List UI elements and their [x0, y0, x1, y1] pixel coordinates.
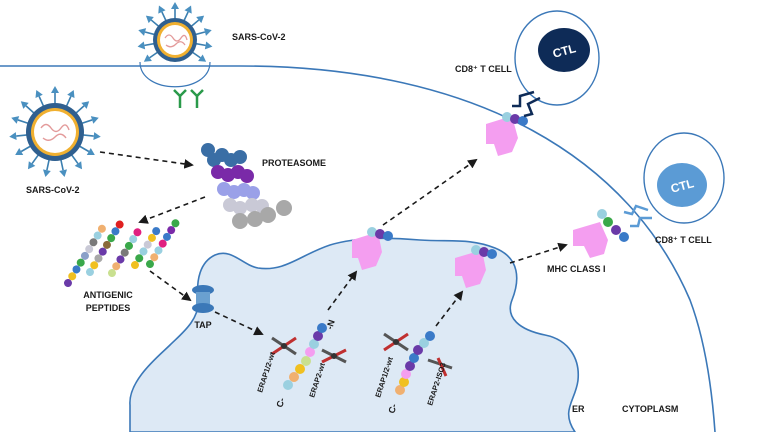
- tcr-right: [623, 204, 652, 228]
- ctl-top: [512, 10, 600, 118]
- ace2-receptor-left: [173, 89, 187, 108]
- cd8-t-cell-right-label: CD8⁺ T CELL: [655, 235, 712, 245]
- arrow-peptides-to-tap: [149, 270, 192, 302]
- ctl-right: [623, 132, 725, 228]
- proteasome-label: PROTEASOME: [262, 158, 326, 168]
- c-terminus-label-2: C-: [386, 402, 398, 414]
- cytoplasm-label: CYTOPLASM: [622, 404, 678, 414]
- cd8-t-cell-top-label: CD8⁺ T CELL: [455, 64, 512, 74]
- arrow-er-peptide-to-mhc-1: [327, 270, 358, 311]
- erap1-2-wt-scissors-1: [271, 336, 297, 356]
- antigenic-peptides: [64, 219, 180, 287]
- mhc-class-i-er-1: [352, 227, 393, 270]
- erap2-iso3-fragment: [427, 357, 453, 377]
- arrow-virus-to-proteasome: [99, 151, 194, 169]
- mhc-class-i-surface-right: [573, 209, 629, 258]
- erap2-wt-scissors: [321, 348, 347, 364]
- er-peptide-wt: [283, 323, 327, 390]
- er-peptide-iso3: [395, 331, 435, 395]
- erap1-2-wt-scissors-2: [383, 332, 409, 352]
- tcr-top: [512, 90, 541, 118]
- mhc-class-i-label: MHC CLASS I: [547, 264, 606, 274]
- tap-label: TAP: [194, 320, 211, 330]
- arrow-er-peptide-to-mhc-2: [435, 290, 464, 327]
- mhc-class-i-surface-top: [486, 112, 528, 156]
- antigenic-label-line2: PEPTIDES: [86, 303, 131, 313]
- ctl-right-text: CTL: [669, 176, 695, 196]
- virus-left-label: SARS-CoV-2: [26, 185, 80, 195]
- endoplasmic-reticulum: [129, 237, 580, 432]
- virus-left: [8, 85, 102, 179]
- ctl-top-text: CTL: [551, 41, 577, 61]
- virus-top: [136, 1, 214, 108]
- proteasome: [201, 143, 292, 229]
- virus-top-label: SARS-CoV-2: [232, 32, 286, 42]
- arrow-mhc-to-surface-top: [382, 158, 478, 226]
- ace2-receptor-right: [190, 89, 204, 108]
- er-label: ER: [572, 404, 585, 414]
- tap-transporter: [192, 285, 214, 313]
- antigenic-label-line1: ANTIGENIC: [83, 290, 133, 300]
- c-terminus-label-1: C-: [274, 396, 286, 408]
- n-terminus-label: -N: [324, 318, 336, 330]
- arrow-mhc-to-surface-right: [509, 242, 568, 264]
- mhc-class-i-er-2: [455, 245, 497, 288]
- arrow-proteasome-to-peptides: [138, 196, 206, 224]
